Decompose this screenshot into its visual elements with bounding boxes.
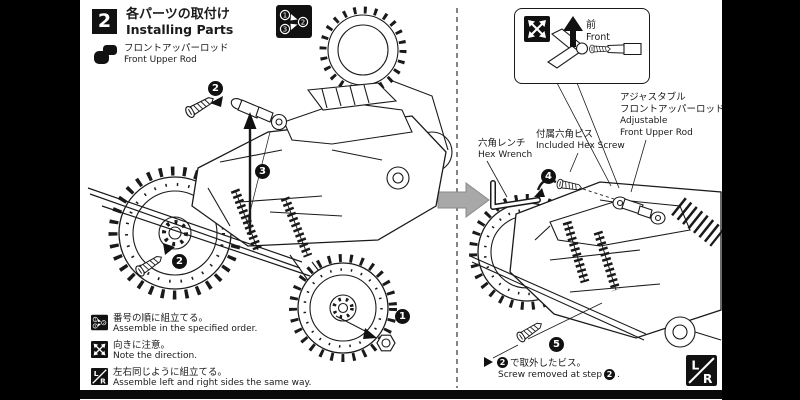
insert-arrowhead <box>210 96 223 107</box>
svg-text:2: 2 <box>301 19 305 27</box>
hex-wrench-label-en: Hex Wrench <box>478 150 533 160</box>
front-direction-arrow <box>563 16 583 47</box>
note-direction: 向きに注意。 Note the direction. <box>91 340 197 362</box>
right-chassis-diagram <box>469 16 722 359</box>
included-screw-label-en: Included Hex Screw <box>536 141 625 151</box>
callout-step-5: 5 <box>549 337 564 352</box>
svg-text:3: 3 <box>283 26 287 34</box>
order-icon: 1 2 3 <box>276 5 312 38</box>
upper-rod-part-drawing <box>230 98 288 131</box>
svg-text:2: 2 <box>103 321 105 325</box>
screw-drawing <box>183 92 217 120</box>
insert-arrowhead <box>363 328 377 339</box>
callout-line <box>630 139 647 193</box>
front-upper-rod-icon <box>94 45 117 64</box>
left-right-icon: L R <box>686 355 717 386</box>
adjustable-rod-label-en2: Front Upper Rod <box>620 128 693 138</box>
svg-text:1: 1 <box>283 12 287 20</box>
callout-step-4: 4 <box>541 169 556 184</box>
next-step-arrow <box>437 182 490 218</box>
svg-text:1: 1 <box>94 318 96 322</box>
hex-wrench-drawing <box>490 180 541 210</box>
included-screw-label-jp: 付属六角ビス <box>536 129 594 140</box>
front-label-jp: 前 <box>586 20 596 31</box>
inline-step-2-jp: 2 <box>497 356 508 368</box>
callout-step-3: 3 <box>255 164 270 179</box>
shock-absorber-drawing <box>562 220 621 292</box>
inline-step-2-en: 2 <box>604 369 616 380</box>
front-label-en: Front <box>586 32 611 43</box>
direction-icon <box>91 341 108 358</box>
callout-step-1: 1 <box>395 309 410 324</box>
removed-screw-note-jp: 2 で取外したビス。 <box>497 355 586 369</box>
diagram-art <box>87 6 722 388</box>
pointer-triangle-icon <box>484 357 493 367</box>
callout-line <box>335 315 368 333</box>
left-chassis-diagram <box>87 6 453 362</box>
instruction-page: 2 各パーツの取付け Installing Parts 1 2 3 フロントアッ… <box>80 0 722 400</box>
callout-step-2-side: 2 <box>172 254 187 269</box>
callout-step-2-top: 2 <box>208 81 223 96</box>
removed-screw-note-en: Screw removed at step 2 . <box>498 369 620 380</box>
shock-absorber-drawing <box>230 188 313 258</box>
callout-line <box>569 152 579 173</box>
note-assembly-order: 1 2 3 番号の順に組立てる。 Assemble in the specifi… <box>91 313 257 335</box>
step-number-box: 2 <box>92 9 117 34</box>
note-left-right: L R 左右同じように組立てる。 Assemble left and right… <box>91 367 311 389</box>
page-title-jp: 各パーツの取付け <box>126 7 230 22</box>
direction-icon <box>524 16 550 42</box>
callout-line <box>492 344 519 359</box>
screw-drawing <box>589 44 611 54</box>
part-name-en: Front Upper Rod <box>124 55 197 65</box>
adjustable-rod-label-jp2: フロントアッパーロッド <box>620 104 722 115</box>
adjustable-rod-drawing <box>612 196 666 225</box>
front-bumper-drawing <box>87 187 311 277</box>
wheel-drawing <box>319 6 407 94</box>
svg-text:R: R <box>100 376 106 385</box>
svg-text:3: 3 <box>94 324 96 328</box>
screw-drawing <box>514 318 545 344</box>
svg-text:L: L <box>691 357 699 372</box>
left-right-icon: L R <box>91 368 108 385</box>
wheel-nut-drawing <box>376 334 396 352</box>
front-bumper-drawing <box>469 255 647 341</box>
chassis-body-drawing <box>509 181 722 348</box>
adjustable-rod-label-jp1: アジャスタブル <box>620 92 686 103</box>
callout-line <box>486 160 508 198</box>
insert-arrowhead <box>163 243 175 255</box>
part-name-jp: フロントアッパーロッド <box>124 43 229 54</box>
install-direction-arrow <box>243 112 257 235</box>
page-bottom-rule <box>80 390 722 399</box>
inset-pointer-line <box>556 82 612 187</box>
order-icon: 1 2 3 <box>91 314 108 331</box>
page-title-en: Installing Parts <box>126 22 234 37</box>
callout-line <box>527 302 603 340</box>
hex-wrench-label-jp: 六角レンチ <box>478 138 526 149</box>
chassis-body-drawing <box>191 82 447 247</box>
adjustable-rod-label-en1: Adjustable <box>620 116 668 126</box>
svg-text:L: L <box>94 369 99 378</box>
svg-text:R: R <box>703 371 713 386</box>
roll-bar-drawing <box>389 79 449 151</box>
inset-pointer-line <box>576 82 620 189</box>
